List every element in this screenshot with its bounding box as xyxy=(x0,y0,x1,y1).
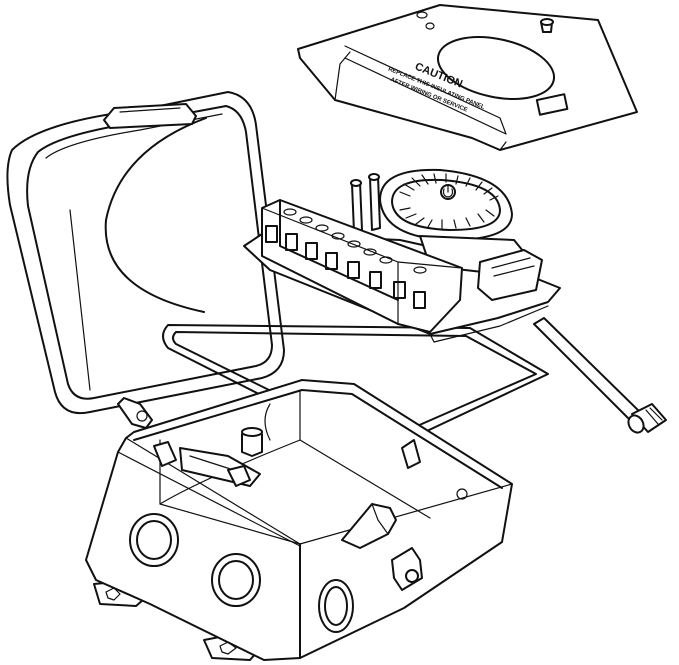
cover-screw xyxy=(540,18,554,33)
terminal-block xyxy=(261,199,463,333)
enclosure-box xyxy=(85,379,513,661)
knockout-left-bottom xyxy=(211,553,261,607)
terminal-sockets xyxy=(265,225,426,309)
cover-plate-cutout xyxy=(436,36,556,100)
gasket-loop xyxy=(162,324,549,441)
cover-plate-window xyxy=(535,93,569,116)
terminal-screws xyxy=(283,208,427,274)
antenna xyxy=(533,317,667,434)
lid-gasket-curve xyxy=(104,117,207,313)
ground-lug xyxy=(391,547,423,591)
inner-bracket xyxy=(153,441,261,487)
timer-assembly xyxy=(243,168,561,343)
knockout-right xyxy=(318,579,354,633)
timer-dial-teeth xyxy=(399,173,499,229)
lid-hinge-bottom xyxy=(117,397,153,429)
cover-plate: CAUTION REPLACE THIS INSULATING PANEL AF… xyxy=(297,4,638,151)
lid-latch-clip xyxy=(401,439,421,469)
lid-hinge-top xyxy=(103,103,197,129)
wire-clip xyxy=(341,503,397,549)
knockout-left-top xyxy=(129,513,179,567)
standoff-post xyxy=(241,427,263,457)
contact-posts xyxy=(350,173,381,233)
